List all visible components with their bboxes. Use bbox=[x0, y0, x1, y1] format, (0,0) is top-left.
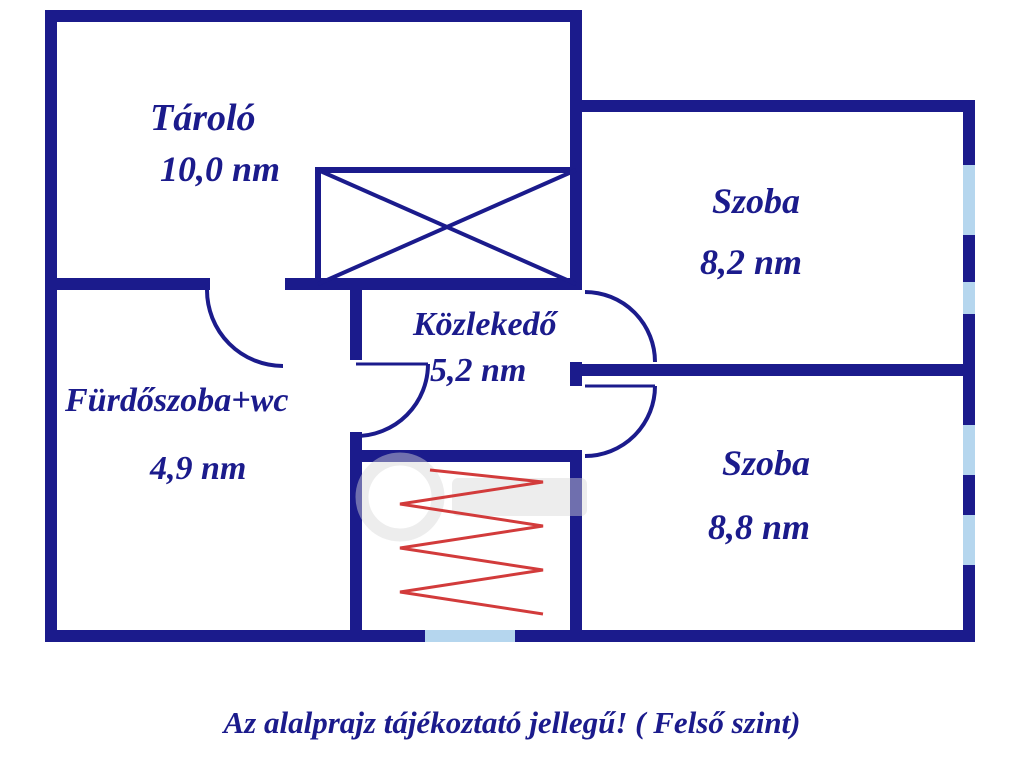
label-szoba82-name: Szoba bbox=[712, 181, 801, 221]
label-furdoszoba-name: Fürdőszoba+wc bbox=[65, 382, 289, 419]
wall-center-vertical-bottom bbox=[570, 458, 582, 642]
wall-rooms-divider bbox=[570, 364, 975, 376]
window-room88-upper bbox=[963, 425, 975, 475]
label-szoba88-area: 8,8 nm bbox=[708, 507, 811, 547]
label-tarolo-area: 10,0 nm bbox=[160, 149, 281, 189]
wall-center-vertical-top bbox=[570, 10, 582, 290]
label-kozlekedo-name: Közlekedő bbox=[413, 306, 557, 343]
wall-taroló-bathroom-divider-left bbox=[45, 278, 210, 290]
window-room88-lower bbox=[963, 515, 975, 565]
wall-stairs-room-top bbox=[350, 450, 582, 462]
wall-top-right-section bbox=[570, 100, 975, 112]
label-kozlekedo-area: 5,2 nm bbox=[430, 352, 527, 389]
wall-bathroom-right-bottom bbox=[350, 432, 362, 642]
label-tarolo-name: Tároló bbox=[150, 97, 256, 139]
label-furdoszoba-area: 4,9 nm bbox=[150, 450, 247, 487]
door-arc-taroló-bathroom bbox=[205, 289, 284, 368]
window-room82-top bbox=[963, 165, 975, 235]
floorplan-caption: Az alalprajz tájékoztató jellegű! ( Fels… bbox=[223, 705, 801, 740]
door-arc-bathroom bbox=[355, 363, 430, 438]
wall-left-outer bbox=[45, 10, 57, 642]
label-szoba88-name: Szoba bbox=[722, 443, 811, 483]
watermark-bar bbox=[452, 478, 587, 516]
shaft-box-diagonal-1 bbox=[317, 168, 577, 286]
wall-top-left-section bbox=[45, 10, 582, 22]
label-szoba82-area: 8,2 nm bbox=[700, 242, 803, 282]
window-room82-bottom bbox=[963, 282, 975, 314]
wall-bathroom-right-top bbox=[350, 278, 362, 360]
shaft-x-box bbox=[315, 167, 579, 287]
shaft-box-diagonal-2 bbox=[317, 168, 577, 286]
shaft-box-outline bbox=[315, 167, 579, 287]
watermark-ring bbox=[355, 452, 445, 542]
watermark bbox=[355, 452, 587, 542]
wall-taroló-bathroom-divider-right bbox=[285, 278, 582, 290]
stairs-zigzag bbox=[399, 468, 544, 616]
door-arc-room88 bbox=[584, 385, 657, 458]
door-arc-room82 bbox=[584, 290, 657, 363]
window-stairs-room-bottom bbox=[425, 630, 515, 642]
